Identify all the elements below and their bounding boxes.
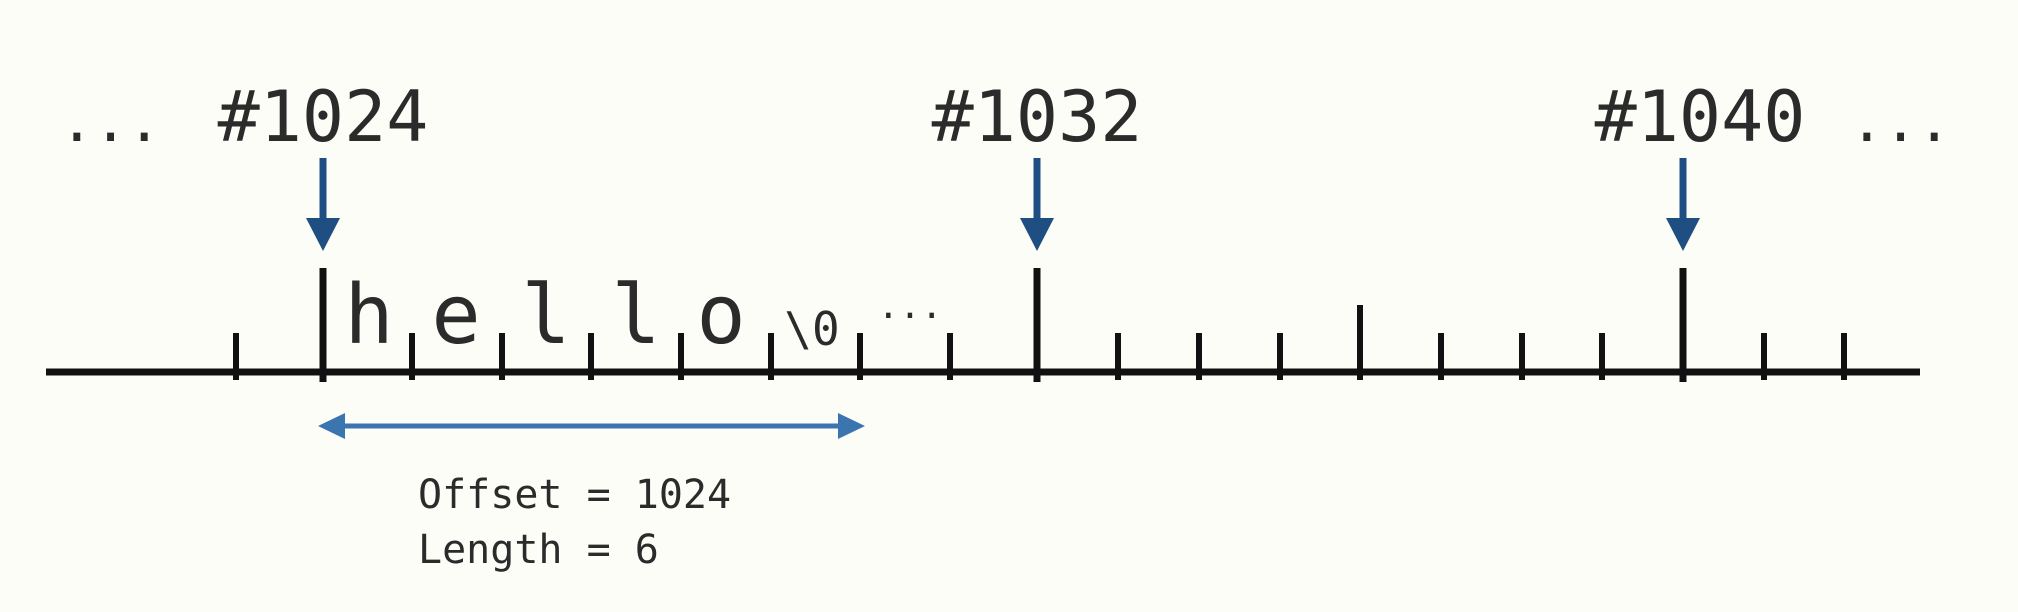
address-label-1024: #1024 [218,76,429,158]
byte-ticks [233,305,1847,380]
offset-label: Offset = 1024 [418,472,731,518]
pointer-arrow-1040 [1666,158,1700,251]
cell-l: l [611,268,660,363]
leading-ellipsis: ... [60,90,161,155]
pointer-arrow-1024 [306,158,340,251]
address-label-1032: #1032 [932,76,1143,158]
pointer-arrow-1032 [1020,158,1054,251]
cell-o: o [696,268,745,363]
address-ticks [319,268,1687,382]
cell-l: l [521,268,570,363]
cell-null-terminator: \0 [784,302,839,356]
length-label: Length = 6 [418,527,659,573]
cell-continuation: ... [877,286,942,327]
cell-e: e [431,268,480,363]
length-span-arrow [318,413,865,439]
cell-h: h [344,268,393,363]
address-label-1040: #1040 [1595,76,1806,158]
trailing-ellipsis: ... [1850,90,1951,155]
